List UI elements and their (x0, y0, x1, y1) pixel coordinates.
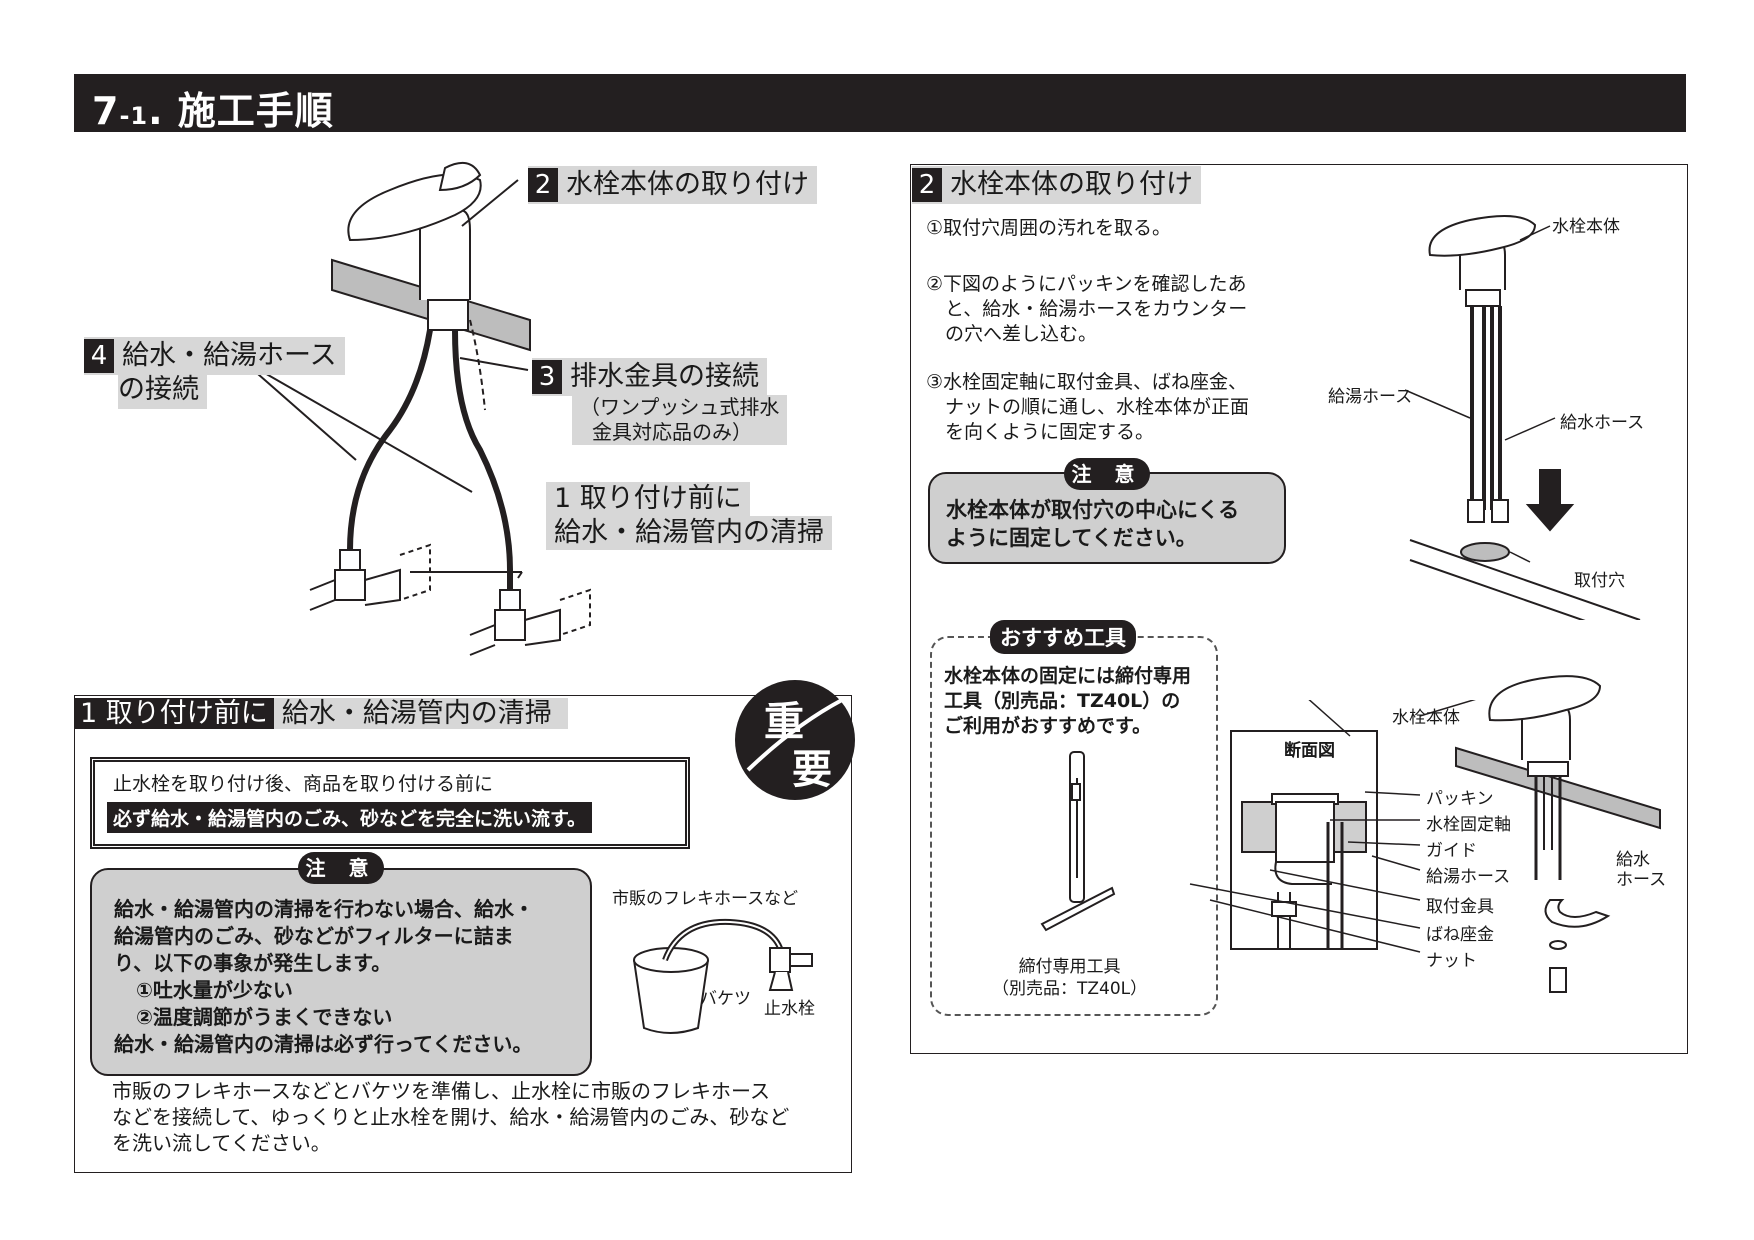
faucet-insertion-illustration (1409, 215, 1641, 620)
parts-bracket-label: 取付金具 (1426, 897, 1494, 917)
overview-step1-subheading: 給水・給湯管内の清掃 (546, 516, 832, 550)
overview-step4-heading-line2: の接続 (118, 371, 207, 409)
faucet-overview-illustration (309, 161, 591, 656)
section2-panel (910, 164, 1688, 1054)
important-badge-icon: 重 要 (735, 680, 855, 800)
overview-step3-note: （ワンプッシュ式排水金具対応品のみ） (572, 395, 788, 445)
parts-hot-label: 給湯ホース (1426, 867, 1511, 887)
insert-fig-cold-label: 給水ホース (1560, 413, 1645, 433)
parts-washer-label: ばね座金 (1426, 925, 1494, 945)
insertion-leader-lines (1404, 225, 1556, 563)
bucket-fig-valve-label: 止水栓 (764, 999, 815, 1019)
recommended-tool-box: 水栓本体の固定には締付専用工具（別売品：TZ40L）のご利用がおすすめです。 締… (930, 636, 1218, 1016)
page-title-bar: 7-1. 施工手順 (74, 74, 1686, 133)
section1-panel (74, 695, 852, 1173)
section2-caution-label: 注 意 (1064, 458, 1150, 490)
parts-body-label: 水栓本体 (1392, 708, 1460, 728)
overview-leader-lines (241, 179, 529, 579)
insert-fig-hot-label: 給湯ホース (1328, 387, 1413, 407)
section2-step2: ②下図のようにパッキンを確認したあ と、給水・給湯ホースをカウンター の穴へ差し… (926, 273, 1248, 345)
section2-step3: ③水栓固定軸に取付金具、ばね座金、 ナットの順に通し、水栓本体が正面 を向くよう… (926, 371, 1250, 443)
tightening-tool-icon (1040, 751, 1116, 932)
parts-shaft-label: 水栓固定軸 (1426, 815, 1511, 835)
section1-caution-label: 注 意 (298, 852, 384, 884)
bucket-fig-bucket-label: バケツ (700, 989, 751, 1009)
page-title: 7-1. 施工手順 (92, 89, 334, 133)
section1-body-text: 市販のフレキホースなどとバケツを準備し、止水栓に市販のフレキホース などを接続し… (112, 1079, 790, 1155)
svg-text:要: 要 (792, 747, 832, 793)
parts-cold-label: 給水ホース (1616, 850, 1667, 890)
section2-step1: ①取付穴周囲の汚れを取る。 (926, 217, 1172, 239)
insert-fig-hole-label: 取付穴 (1574, 571, 1625, 591)
bucket-fig-hose-label: 市販のフレキホースなど (612, 889, 799, 909)
parts-guide-label: ガイド (1426, 841, 1477, 861)
section1-caution-box: 給水・給湯管内の清掃を行わない場合、給水・ 給湯管内のごみ、砂などがフィルターに… (90, 868, 592, 1076)
faucet-parts-illustration (1455, 675, 1661, 993)
recommended-tool-label: おすすめ工具 (990, 620, 1136, 654)
section1-heading: 1 取り付け前に給水・給湯管内の清掃 (74, 697, 568, 731)
parts-nut-label: ナット (1426, 951, 1477, 971)
parts-leader-lines (1189, 700, 1476, 953)
section1-important-box: 止水栓を取り付け後、商品を取り付ける前に 必ず給水・給湯管内のごみ、砂などを完全… (90, 757, 690, 849)
bucket-hose-illustration (633, 918, 813, 1034)
insert-fig-body-label: 水栓本体 (1552, 217, 1620, 237)
overview-step1-heading: 1 取り付け前に (546, 482, 750, 516)
parts-packing-label: パッキン (1426, 789, 1494, 809)
svg-text:重: 重 (764, 699, 804, 745)
